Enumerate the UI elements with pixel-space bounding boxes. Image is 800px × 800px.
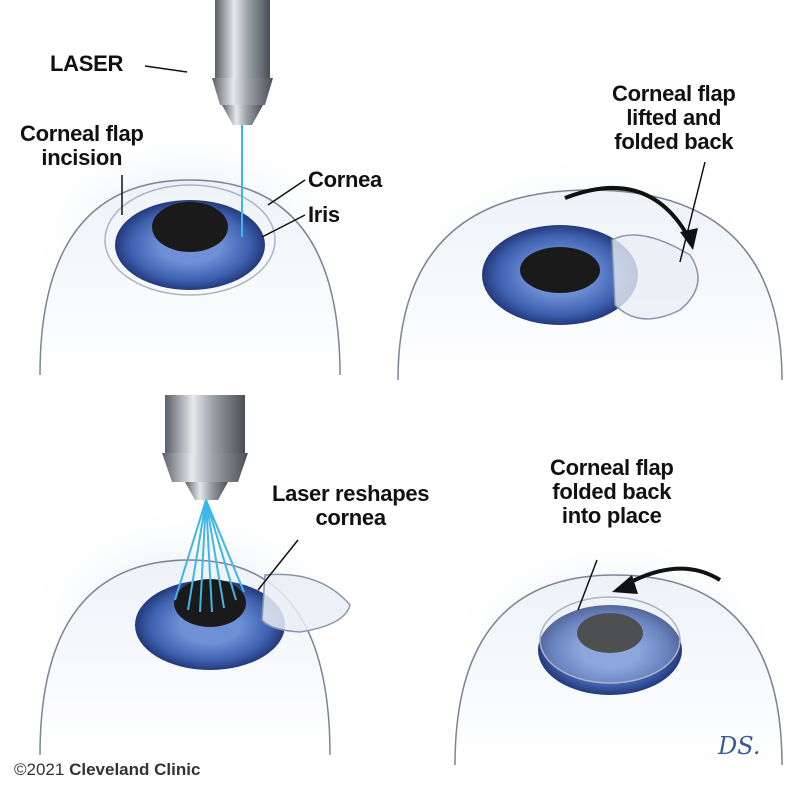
label-line: incision xyxy=(41,145,123,170)
laser-device xyxy=(215,0,270,78)
label-line: into place xyxy=(561,503,662,528)
label-line: Corneal flap xyxy=(550,455,674,480)
corneal-flap xyxy=(611,234,699,320)
pupil xyxy=(152,202,228,252)
panel-2-flap-lifted xyxy=(390,150,783,381)
label-flap-lifted: Corneal flap lifted and folded back xyxy=(612,82,736,154)
panel-4-flap-replaced xyxy=(445,530,785,766)
label-cornea: Cornea xyxy=(308,167,382,192)
copyright-org: Cleveland Clinic xyxy=(69,760,201,779)
label-line: lifted and xyxy=(626,105,722,130)
artist-signature: DS. xyxy=(718,732,761,760)
label-laser-reshapes: Laser reshapes cornea xyxy=(272,481,430,530)
label-flap-replaced: Corneal flap folded back into place xyxy=(550,456,674,528)
panel-1-flap-incision xyxy=(20,0,360,376)
label-line: Corneal flap xyxy=(612,81,736,106)
cornea xyxy=(104,184,276,296)
label-line: folded back xyxy=(552,479,672,504)
label-line: Corneal flap xyxy=(20,121,144,146)
label-line: Laser reshapes xyxy=(272,481,430,506)
copyright-year: ©2021 xyxy=(14,760,65,779)
laser-beams xyxy=(174,499,245,613)
label-line: folded back xyxy=(614,129,734,154)
label-line: cornea xyxy=(315,505,386,530)
label-laser: LASER xyxy=(50,51,124,76)
arrow xyxy=(564,185,692,241)
panel-3-laser-reshapes xyxy=(20,395,360,756)
copyright-footer: ©2021 Cleveland Clinic xyxy=(14,760,200,780)
label-corneal-flap-incision: Corneal flap incision xyxy=(20,122,144,170)
label-iris: Iris xyxy=(308,202,340,227)
